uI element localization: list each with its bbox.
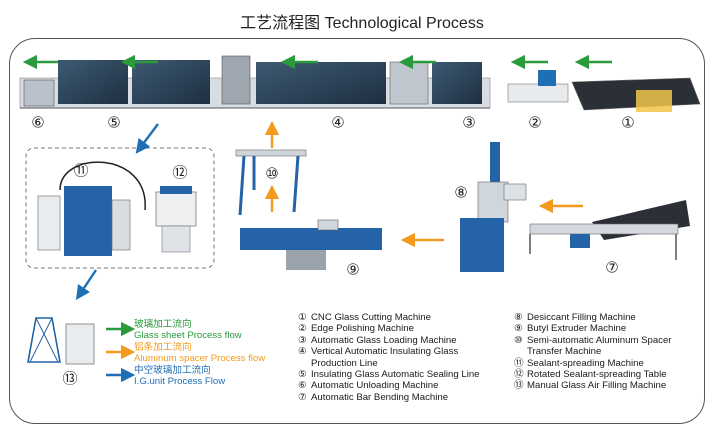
legend-text: Edge Polishing Machine <box>311 323 414 335</box>
legend-text: Semi-automatic Aluminum Spacer <box>527 334 672 346</box>
flow-glass-cn: 玻璃加工流向 <box>134 319 192 330</box>
page-title: 工艺流程图 Technological Process <box>240 15 484 32</box>
aluminum-spacer-transfer-machine <box>235 149 307 216</box>
legend-item: ⑨ Butyl Extruder Machine <box>514 323 672 334</box>
legend-text: Vertical Automatic Insulating Glass <box>311 346 459 358</box>
legend-mark: ⑫ <box>514 369 524 381</box>
legend-mark: ⑦ <box>298 391 307 403</box>
cutting-bridge <box>636 90 672 112</box>
legend-text: Rotated Sealant-spreading Table <box>527 369 667 381</box>
production-line <box>19 55 701 112</box>
legend-text: Automatic Bar Bending Machine <box>311 391 449 403</box>
legend-item: ⑩ Semi-automatic Aluminum Spacer <box>514 335 672 346</box>
station-number-10: ⑩ <box>265 166 278 183</box>
flow-glass-en: Glass sheet Process flow <box>134 330 242 341</box>
legend-item: ⑧ Desiccant Filling Machine <box>514 312 672 323</box>
legend-mark <box>298 358 311 369</box>
flow-spacer-en: Aluminum spacer Process flow <box>134 353 266 364</box>
legend-mark: ④ <box>298 346 307 358</box>
polishing-head <box>538 70 556 86</box>
unit-flow-arrows <box>76 123 159 300</box>
machine-legend-right: ⑧ Desiccant Filling Machine ⑨ Butyl Extrud… <box>514 312 672 392</box>
legend-text: Automatic Unloading Machine <box>311 380 439 392</box>
station-number-11: ⑪ <box>73 163 88 180</box>
diagram-frame <box>9 38 705 424</box>
station-number-9: ⑨ <box>346 262 359 279</box>
flow-unit-cn: 中空玻璃加工流向 <box>134 365 211 376</box>
station-number-3: ③ <box>462 115 475 132</box>
station-number-8: ⑧ <box>454 185 467 202</box>
legend-text: Automatic Glass Loading Machine <box>311 334 457 346</box>
legend-text: Butyl Extruder Machine <box>527 323 627 335</box>
legend-text: Manual Glass Air Filling Machine <box>527 380 667 392</box>
edge-polishing-machine <box>507 83 569 103</box>
station-number-13: ⑬ <box>62 371 77 388</box>
legend-text: Production Line <box>311 357 378 369</box>
spacer-flow-arrows <box>264 120 583 248</box>
station-number-2: ② <box>528 115 541 132</box>
flow-unit-label: 中空玻璃加工流向 I.G.unit Process Flow <box>134 365 225 387</box>
sealing-line-glass-2 <box>132 60 210 104</box>
legend-mark: ③ <box>298 334 307 346</box>
legend-text: Transfer Machine <box>527 346 602 358</box>
legend-text: CNC Glass Cutting Machine <box>311 312 431 323</box>
flow-spacer-cn: 铝条加工流向 <box>134 342 192 353</box>
legend-text: Sealant-spreading Machine <box>527 357 644 369</box>
washing-unit <box>389 61 429 105</box>
legend-mark: ⑨ <box>514 323 523 335</box>
legend-item: Production Line <box>298 358 480 369</box>
flow-unit-en: I.G.unit Process Flow <box>134 376 226 387</box>
legend-item: ⑦ Automatic Bar Bending Machine <box>298 392 480 403</box>
legend-mark: ⑬ <box>514 380 524 392</box>
station-number-6: ⑥ <box>31 115 44 132</box>
butyl-extruder-machine <box>240 219 382 270</box>
legend-item: ⑤ Insulating Glass Automatic Sealing Line <box>298 369 480 380</box>
insulating-line-glass <box>256 62 386 104</box>
manual-air-filling-machine <box>27 317 95 365</box>
rotated-spreading-table <box>155 186 197 253</box>
legend-text: Desiccant Filling Machine <box>527 312 636 323</box>
bar-bending-machine <box>529 200 690 260</box>
station-number-4: ④ <box>331 115 344 132</box>
legend-mark <box>514 346 527 357</box>
legend-mark: ⑧ <box>514 312 523 323</box>
unloading-machine <box>23 79 55 107</box>
legend-mark: ⑥ <box>298 380 307 392</box>
legend-mark: ② <box>298 323 307 335</box>
flow-glass-label: 玻璃加工流向 Glass sheet Process flow <box>134 319 242 341</box>
sealing-line-glass <box>58 60 128 104</box>
legend-item: ⑥ Automatic Unloading Machine <box>298 380 480 391</box>
legend-item: Transfer Machine <box>514 346 672 357</box>
legend-text: Insulating Glass Automatic Sealing Line <box>311 369 480 381</box>
legend-item: ③ Automatic Glass Loading Machine <box>298 335 480 346</box>
legend-item: ④ Vertical Automatic Insulating Glass <box>298 346 480 357</box>
press-unit <box>221 55 251 105</box>
station-number-12: ⑫ <box>172 165 187 182</box>
legend-item: ① CNC Glass Cutting Machine <box>298 312 480 323</box>
flow-spacer-label: 铝条加工流向 Aluminum spacer Process flow <box>134 342 265 364</box>
machine-legend-left: ① CNC Glass Cutting Machine ② Edge Polishi… <box>298 312 480 403</box>
legend-mark: ⑤ <box>298 369 307 381</box>
station-number-7: ⑦ <box>605 260 618 277</box>
station-number-5: ⑤ <box>107 115 120 132</box>
legend-mark: ⑩ <box>514 334 523 346</box>
legend-mark: ① <box>298 312 307 323</box>
sealant-station-box <box>25 147 215 269</box>
station-number-1: ① <box>621 115 634 132</box>
loading-glass <box>432 62 482 104</box>
legend-mark: ⑪ <box>514 357 524 369</box>
legend-item: ② Edge Polishing Machine <box>298 323 480 334</box>
desiccant-filling-machine <box>460 142 527 272</box>
sealant-spreading-machine <box>37 161 146 256</box>
